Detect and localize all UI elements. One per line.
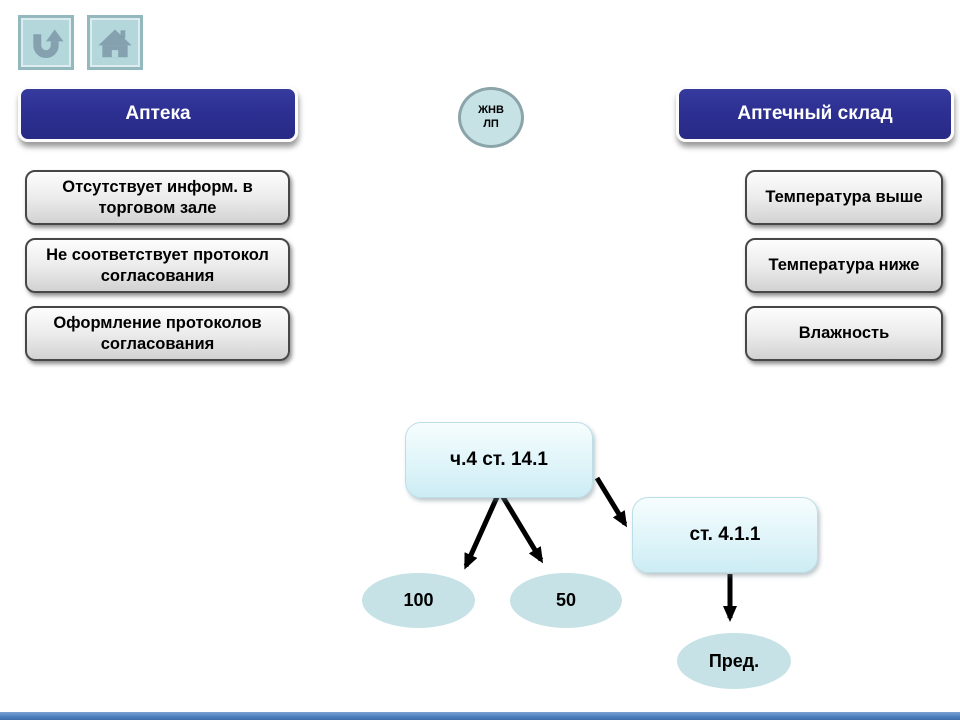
home-button[interactable] [87, 15, 143, 70]
flow-oval-100: 100 [362, 573, 475, 628]
pharmacy-issue-button-3[interactable]: Оформление протоколов согласования [25, 306, 290, 361]
u-turn-arrow-icon [27, 24, 65, 62]
pharmacy-issue-button-1[interactable]: Отсутствует информ. в торговом зале [25, 170, 290, 225]
flow-box-branch: ст. 4.1.1 [632, 497, 818, 573]
arrow-root-to-50 [500, 495, 544, 564]
zhnvlp-badge: ЖНВ ЛП [458, 87, 524, 148]
warehouse-issue-button-3[interactable]: Влажность [745, 306, 943, 361]
pharmacy-issue-button-2[interactable]: Не соответствует протокол согласования [25, 238, 290, 293]
bottom-template-bar [0, 712, 960, 720]
home-icon [96, 24, 134, 62]
zhnvlp-badge-line1: ЖНВ [478, 104, 504, 117]
zhnvlp-badge-line2: ЛП [483, 117, 499, 130]
flow-oval-pred: Пред. [677, 633, 791, 689]
arrow-root-to-branch [594, 476, 628, 528]
warehouse-issue-button-2[interactable]: Температура ниже [745, 238, 943, 293]
flow-box-root: ч.4 ст. 14.1 [405, 422, 593, 498]
pharmacy-header: Аптека [18, 86, 298, 142]
back-button[interactable] [18, 15, 74, 70]
flow-oval-50: 50 [510, 573, 622, 628]
warehouse-issue-button-1[interactable]: Температура выше [745, 170, 943, 225]
warehouse-header: Аптечный склад [676, 86, 954, 142]
arrow-root-to-100 [463, 495, 500, 570]
